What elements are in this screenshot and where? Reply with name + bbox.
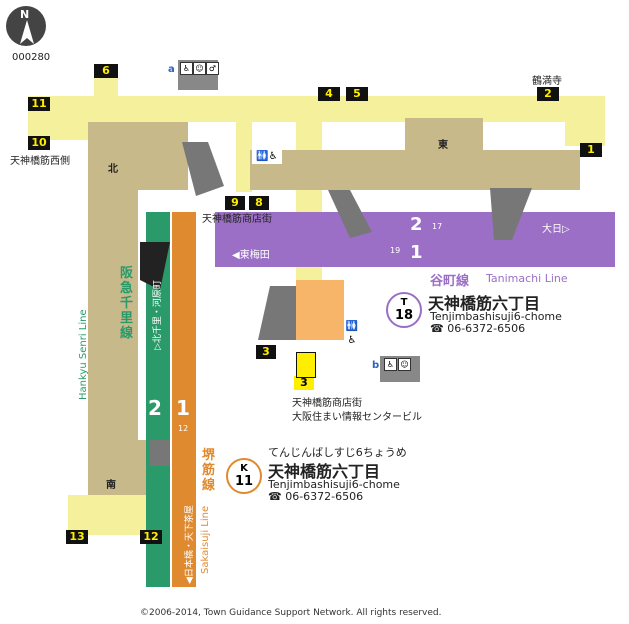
label-dainichi: 大日▷ xyxy=(542,224,570,235)
sakaisuji-station-name: 天神橋筋六丁目 xyxy=(268,462,381,481)
label-minami: 南 xyxy=(106,480,116,491)
wheelchair-icon: ♿ xyxy=(384,358,397,371)
tanimachi-phone: ☎ 06-6372-6506 xyxy=(430,322,526,335)
exit-6[interactable]: 6 xyxy=(94,64,118,78)
tanimachi-station-name: 天神橋筋六丁目 xyxy=(428,294,541,313)
compass-north: N xyxy=(20,8,30,21)
station-badge-tanimachi: T 18 xyxy=(386,292,422,328)
restroom-icon: ♂ xyxy=(206,62,219,75)
footer-copyright: ©2006-2014, Town Guidance Support Networ… xyxy=(140,608,442,618)
baby-icon: ☺ xyxy=(398,358,411,371)
exit-10[interactable]: 10 xyxy=(28,136,50,150)
tanimachi-track-2: 2 xyxy=(410,214,423,235)
hankyu-track-2: 2 xyxy=(148,396,162,420)
sakaisuji-line-en: Sakaisuji Line xyxy=(200,505,211,574)
sakaisuji-station-en: Tenjimbashisuji6-chome xyxy=(268,478,400,491)
exit-11[interactable]: 11 xyxy=(28,97,50,111)
exit-4[interactable]: 4 xyxy=(318,87,340,101)
exit-2[interactable]: 2 xyxy=(537,87,559,101)
label-kita: 北 xyxy=(108,164,118,175)
compass-arrow-icon xyxy=(20,20,34,44)
hankyu-line-jp: 阪急千里線 xyxy=(120,266,134,341)
badge-letter: T xyxy=(400,297,408,308)
sakaisuji-line-jp: 堺筋線 xyxy=(202,448,216,493)
exit-3-stair[interactable]: 3 xyxy=(256,345,276,359)
baby-icon: ☺ xyxy=(193,62,206,75)
facility-a-label: a xyxy=(168,64,175,75)
tanimachi-car-a: 17 xyxy=(432,222,443,231)
wheelchair-icon: ♿ xyxy=(180,62,193,75)
sakaisuji-kana: てんじんばしすじ6ちょうめ xyxy=(268,446,407,459)
label-tsurumitsuji: 鶴満寺 xyxy=(532,76,562,87)
map-code: 000280 xyxy=(12,52,51,63)
exit-1[interactable]: 1 xyxy=(580,143,602,157)
elevator-icon[interactable] xyxy=(296,352,316,378)
restroom-wheelchair-icon[interactable]: 🚻♿ xyxy=(252,150,282,164)
label-shotengai-bottom: 天神橋筋商店街 xyxy=(292,398,362,409)
badge-number: 11 xyxy=(234,474,254,489)
sakaisuji-direction: ◀日本橋・天下茶屋 xyxy=(185,505,195,584)
exit-13[interactable]: 13 xyxy=(66,530,88,544)
facility-a[interactable]: ♿ ☺ ♂ xyxy=(178,60,219,90)
tanimachi-platform xyxy=(215,212,615,267)
label-higashiumeda: ◀東梅田 xyxy=(232,250,270,261)
tanimachi-line-jp: 谷町線 xyxy=(430,274,470,289)
hankyu-direction: ▷北千里・河原町 xyxy=(153,280,163,350)
station-badge-sakaisuji: K 11 xyxy=(226,458,262,494)
badge-letter: K xyxy=(240,463,248,474)
exit-8[interactable]: 8 xyxy=(249,196,269,210)
restroom-wheelchair-icon-lower[interactable]: 🚻♿ xyxy=(344,320,360,350)
exit-9[interactable]: 9 xyxy=(225,196,245,210)
tanimachi-track-1: 1 xyxy=(410,242,423,263)
sakaisuji-track xyxy=(172,212,196,587)
exit-5[interactable]: 5 xyxy=(346,87,368,101)
tanimachi-station-en: Tenjimbashisuji6-chome xyxy=(430,310,562,323)
sakaisuji-track-1: 1 xyxy=(176,396,190,420)
hankyu-line-en: Hankyu Senri Line xyxy=(78,309,89,400)
tanimachi-line-en: Tanimachi Line xyxy=(486,272,568,285)
tanimachi-car-b: 19 xyxy=(390,246,401,255)
sakaisuji-car: 12 xyxy=(178,424,189,433)
label-osaka-center: 大阪住まい情報センタービル xyxy=(292,412,422,423)
east-concourse xyxy=(250,150,580,190)
station-building xyxy=(296,280,344,340)
label-nishigawa: 天神橋筋西側 xyxy=(10,156,70,167)
badge-number: 18 xyxy=(394,308,414,323)
label-higashi: 東 xyxy=(438,140,448,151)
compass: N xyxy=(6,6,46,46)
facility-b[interactable]: ♿ ☺ xyxy=(380,356,420,382)
south-concourse xyxy=(68,495,148,535)
label-shotengai-top: 天神橋筋商店街 xyxy=(202,214,272,225)
exit-3-elevator[interactable]: 3 xyxy=(294,376,314,390)
facility-b-label: b xyxy=(372,360,380,371)
exit-12[interactable]: 12 xyxy=(140,530,162,544)
sakaisuji-phone: ☎ 06-6372-6506 xyxy=(268,490,364,503)
